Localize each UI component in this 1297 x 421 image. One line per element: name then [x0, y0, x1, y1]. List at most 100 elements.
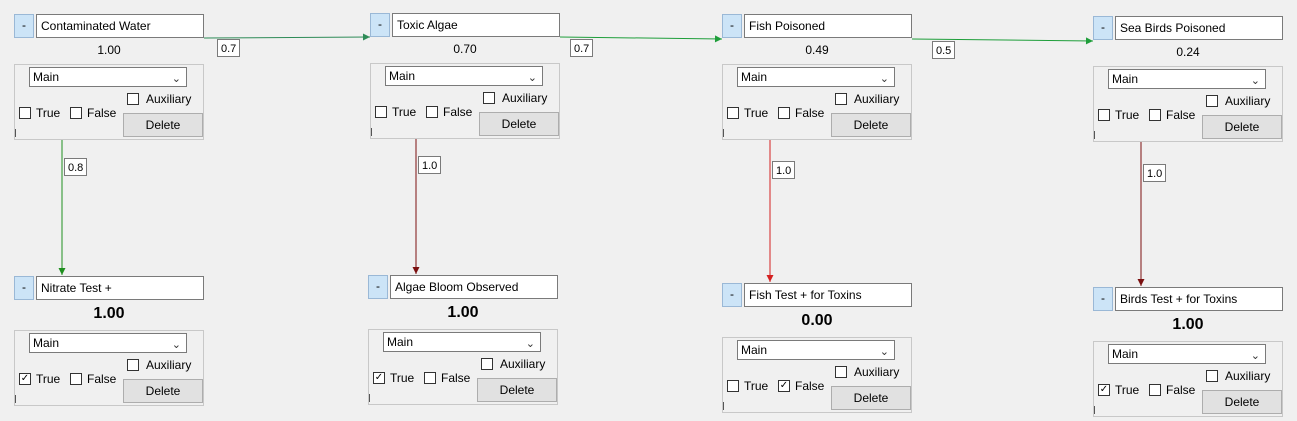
auxiliary-checkbox[interactable]: [835, 366, 847, 378]
true-checkbox[interactable]: ✓: [1098, 384, 1110, 396]
false-label: False: [795, 379, 825, 393]
true-label: True: [744, 379, 769, 393]
auxiliary-checkbox[interactable]: [1206, 370, 1218, 382]
node-name-field[interactable]: Birds Test + for Toxins: [1115, 287, 1283, 311]
true-label: True: [1115, 108, 1140, 122]
false-checkbox[interactable]: [424, 372, 436, 384]
context-dropdown-value: Main: [741, 343, 768, 357]
context-dropdown[interactable]: Main⌄: [1108, 69, 1266, 89]
node-titlebar: -Contaminated Water: [14, 14, 204, 38]
delete-button[interactable]: Delete: [123, 379, 203, 403]
auxiliary-checkbox[interactable]: [483, 92, 495, 104]
node-name-field[interactable]: Toxic Algae: [392, 13, 560, 37]
true-checkbox[interactable]: [727, 107, 739, 119]
node-name-field[interactable]: Sea Birds Poisoned: [1115, 16, 1283, 40]
delete-button[interactable]: Delete: [1202, 390, 1282, 414]
node-name-field[interactable]: Algae Bloom Observed: [390, 275, 558, 299]
context-dropdown-value: Main: [33, 70, 60, 84]
collapse-button[interactable]: -: [368, 275, 388, 299]
collapse-button[interactable]: -: [1093, 287, 1113, 311]
auxiliary-checkbox[interactable]: [835, 93, 847, 105]
true-label: True: [390, 371, 415, 385]
false-label: False: [1166, 383, 1196, 397]
node-probability: 1.00: [97, 43, 121, 57]
context-dropdown[interactable]: Main⌄: [737, 340, 895, 360]
true-checkbox[interactable]: [375, 106, 387, 118]
context-dropdown[interactable]: Main⌄: [1108, 344, 1266, 364]
auxiliary-checkbox[interactable]: [1206, 95, 1218, 107]
node-titlebar: -Fish Test + for Toxins: [722, 283, 912, 307]
edge-line-n1-n2: [203, 36, 371, 39]
edge-weight-label[interactable]: 0.5: [932, 41, 956, 59]
false-checkbox[interactable]: [778, 107, 790, 119]
node-titlebar: -Birds Test + for Toxins: [1093, 287, 1283, 311]
edge-arrowhead-n3-n4: [1085, 37, 1093, 45]
edge-weight-label[interactable]: 1.0: [1143, 164, 1167, 182]
context-dropdown[interactable]: Main ⌄: [29, 67, 187, 87]
edge-weight-label[interactable]: 0.7: [217, 39, 241, 57]
delete-button[interactable]: Delete: [479, 112, 559, 136]
false-checkbox[interactable]: [426, 106, 438, 118]
node-name-field[interactable]: Nitrate Test +: [36, 276, 204, 300]
context-dropdown[interactable]: Main⌄: [29, 333, 187, 353]
edge-arrowhead-n4-n8: [1137, 279, 1145, 286]
edge-arrowhead-n2-n6: [412, 267, 420, 274]
false-checkbox[interactable]: ✓: [778, 380, 790, 392]
true-checkbox[interactable]: [1098, 109, 1110, 121]
collapse-button[interactable]: -: [370, 13, 390, 37]
context-dropdown[interactable]: Main⌄: [385, 66, 543, 86]
collapse-button[interactable]: -: [722, 14, 742, 38]
edge-weight-label[interactable]: 1.0: [418, 156, 442, 174]
delete-button[interactable]: Delete: [477, 378, 557, 402]
false-checkbox[interactable]: [1149, 384, 1161, 396]
context-dropdown[interactable]: Main⌄: [383, 332, 541, 352]
node-probability: 0.70: [453, 42, 477, 56]
false-label: False: [443, 105, 473, 119]
chevron-down-icon: ⌄: [171, 339, 181, 351]
true-checkbox[interactable]: [19, 107, 31, 119]
false-checkbox[interactable]: [70, 107, 82, 119]
auxiliary-checkbox[interactable]: [481, 358, 493, 370]
collapse-button[interactable]: -: [1093, 16, 1113, 40]
delete-button[interactable]: Delete: [123, 113, 203, 137]
true-checkbox[interactable]: ✓: [373, 372, 385, 384]
context-dropdown-value: Main: [389, 69, 416, 83]
auxiliary-checkbox[interactable]: [127, 359, 139, 371]
edge-weight-label[interactable]: 0.7: [570, 39, 594, 57]
true-checkbox[interactable]: ✓: [19, 373, 31, 385]
false-checkbox[interactable]: [1149, 109, 1161, 121]
auxiliary-label: Auxiliary: [502, 91, 548, 105]
context-dropdown-value: Main: [741, 70, 768, 84]
delete-button[interactable]: Delete: [831, 386, 911, 410]
panel-resize-tick: [15, 395, 16, 403]
delete-button[interactable]: Delete: [1202, 115, 1282, 139]
node-probability: 0.24: [1176, 45, 1200, 59]
delete-button[interactable]: Delete: [831, 113, 911, 137]
false-checkbox[interactable]: [70, 373, 82, 385]
node-name-field[interactable]: Fish Test + for Toxins: [744, 283, 912, 307]
context-dropdown[interactable]: Main ⌄: [737, 67, 895, 87]
edge-weight-label[interactable]: 1.0: [772, 161, 796, 179]
true-checkbox[interactable]: [727, 380, 739, 392]
chevron-down-icon: ⌄: [171, 73, 181, 85]
edge-line-n3-n4: [911, 38, 1094, 42]
panel-resize-tick: [723, 129, 724, 137]
node-name-field[interactable]: Fish Poisoned: [744, 14, 912, 38]
auxiliary-checkbox[interactable]: [127, 93, 139, 105]
collapse-button[interactable]: -: [14, 14, 34, 38]
auxiliary-label: Auxiliary: [146, 92, 192, 106]
auxiliary-label: Auxiliary: [854, 92, 900, 106]
collapse-button[interactable]: -: [14, 276, 34, 300]
edge-weight-label[interactable]: 0.8: [64, 158, 88, 176]
node-name-field[interactable]: Contaminated Water: [36, 14, 204, 38]
true-label: True: [744, 106, 769, 120]
edge-arrowhead-n1-n5: [58, 268, 66, 275]
collapse-button[interactable]: -: [722, 283, 742, 307]
chevron-down-icon: ⌄: [879, 73, 889, 85]
false-label: False: [87, 372, 117, 386]
